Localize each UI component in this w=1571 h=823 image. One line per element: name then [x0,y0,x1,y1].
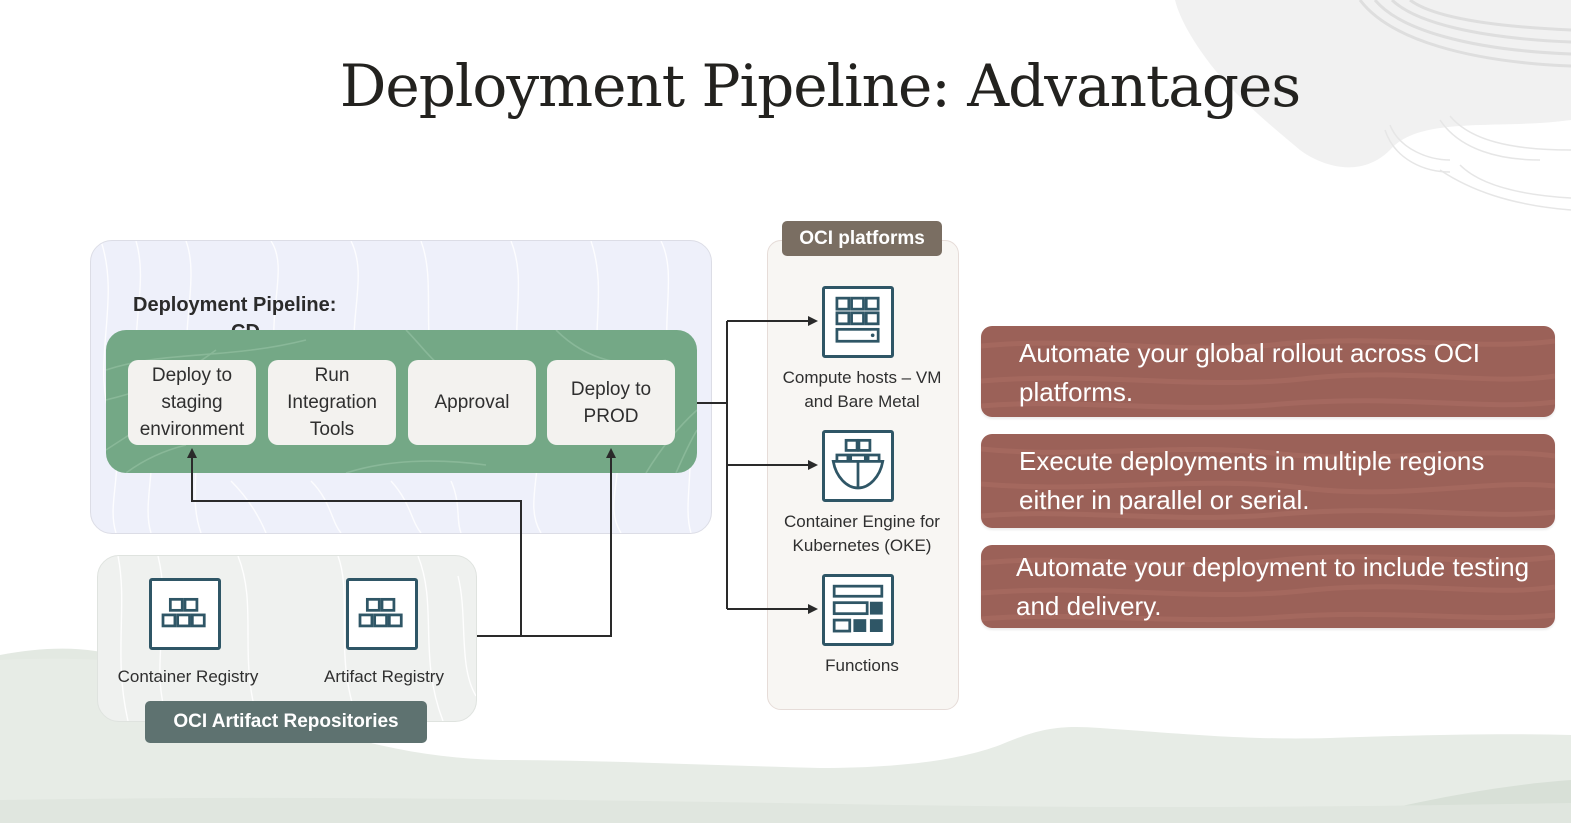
advantage-card: Automate your global rollout across OCI … [981,326,1555,417]
artifact-registry-label: Artifact Registry [324,667,444,686]
stage-deploy-prod[interactable]: Deploy to PROD [547,360,675,445]
container-registry-label: Container Registry [117,667,259,686]
wood-grain [981,338,1555,410]
stage-approval[interactable]: Approval [408,360,536,445]
stage-run-integration-tools[interactable]: Run Integration Tools [268,360,396,445]
advantage-text-1: Automate your global rollout across OCI … [1019,338,1480,407]
pipeline-label-line1: Deployment Pipeline: [133,294,337,316]
tree-rings [1358,0,1571,68]
container-engine-icon[interactable] [822,430,894,502]
advantage-text-3: Automate your deployment to include test… [1016,552,1530,621]
oci-platforms-tag: OCI platforms [782,221,942,256]
artifact-registry-icon[interactable] [346,578,418,650]
stage-deploy-staging[interactable]: Deploy to staging environment [128,360,256,445]
advantage-card: Automate your deployment to include test… [981,545,1555,628]
container-ship-icon [831,438,885,490]
ring-pattern [1384,115,1571,211]
compute-hosts-label: Compute hosts – VM and Bare Metal [782,368,942,411]
bottom-hills [0,648,1571,823]
advantage-text-2: Execute deployments in multiple regions … [1019,446,1485,515]
container-registry-icon[interactable] [149,578,221,650]
functions-icon [832,584,884,633]
functions-service-icon[interactable] [822,574,894,646]
compute-icon [835,296,880,343]
container-engine-label: Container Engine for Kubernetes (OKE) [784,512,940,555]
wood-grain [981,554,1555,623]
wood-grain [981,446,1555,520]
functions-label: Functions [825,656,899,675]
slide-title: Deployment Pipeline: Advantages [339,52,1301,120]
artifact-repositories-tag: OCI Artifact Repositories [145,701,427,743]
compute-hosts-icon[interactable] [822,286,894,358]
registry-icon [358,597,403,628]
advantage-card: Execute deployments in multiple regions … [981,434,1555,528]
registry-icon [161,597,206,628]
